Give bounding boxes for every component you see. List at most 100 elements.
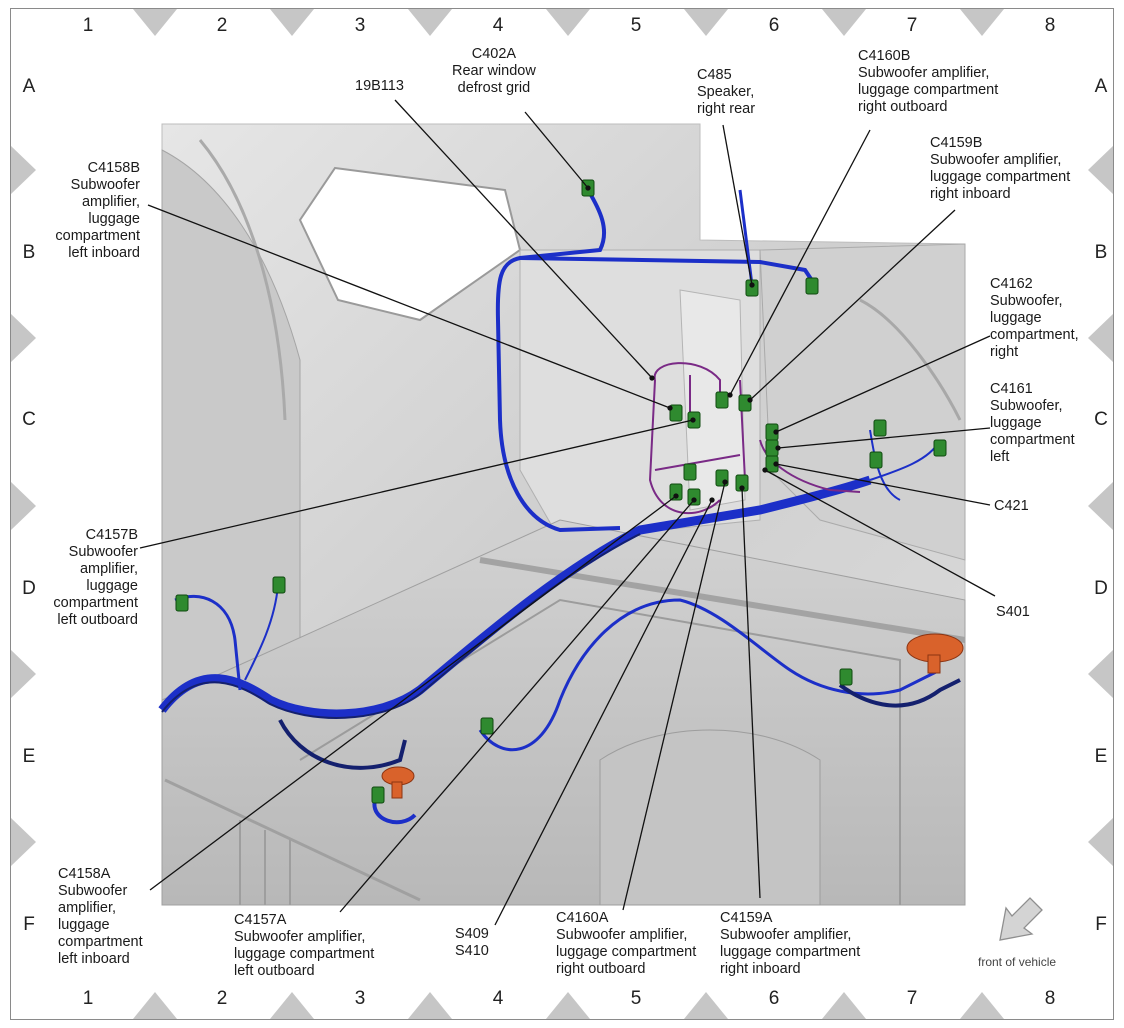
connector-body-9 [687,488,701,506]
right-diamond-4 [1088,818,1113,866]
bottom-diamond-6 [960,992,1004,1019]
leader-c4158b-tip [667,405,673,411]
connector-body-6 [738,394,752,412]
connector-body-2 [805,277,819,295]
connector-body-8 [669,483,683,501]
leader-s401-tip [762,467,768,473]
leader-c4158b [147,204,671,409]
bottom-diamond-5 [822,992,866,1019]
connector-body-22 [839,668,853,686]
leader-c4159a-tip [739,485,745,491]
grid-column-3-bottom: 3 [354,988,366,1009]
left-diamond-3 [11,650,36,698]
connector-body-1 [745,279,759,297]
leader-c4157b-tip [690,417,696,423]
arrow-down-left-icon [999,897,1043,941]
right-diamond-2 [1088,482,1113,530]
left-diamond-2 [11,482,36,530]
grid-row-A-right: A [1094,76,1108,97]
border-diamonds [11,9,1113,1019]
leader-c485 [722,124,753,286]
grid-column-6-bottom: 6 [768,988,780,1009]
bottom-diamond-4 [684,992,728,1019]
grid-row-D-left: D [22,578,36,599]
left-diamond-0 [11,146,36,194]
left-diamond-4 [11,818,36,866]
leader-c402a-tip [585,185,591,191]
connector-body-15 [873,419,887,437]
connector-body-17 [933,439,947,457]
grid-column-2-top: 2 [216,15,228,36]
connector-body-19 [272,576,286,594]
leader-c4160b-tip [727,392,733,398]
callout-19b113: 19B113 [355,78,404,94]
connector-body-18 [175,594,189,612]
diagram-frame [10,8,1114,1020]
grid-column-8-top: 8 [1044,15,1056,36]
grid-column-2-bottom: 2 [216,988,228,1009]
leader-c4162-tip [773,429,779,435]
connector-body-20 [480,717,494,735]
leader-19b113-tip [649,375,655,381]
top-diamond-2 [408,9,452,36]
connector-body-21 [371,786,385,804]
leader-c4161-tip [775,445,781,451]
top-diamond-3 [546,9,590,36]
leader-s401 [764,469,996,597]
leader-19b113 [394,99,653,379]
leader-c421 [775,463,991,506]
grid-row-B-right: B [1094,242,1108,263]
connector-body-16 [869,451,883,469]
bottom-diamond-0 [133,992,177,1019]
right-diamond-3 [1088,650,1113,698]
callout-c421: C421 [994,498,1029,514]
leader-c4160a [622,481,726,911]
leader-c4157a-tip [691,497,697,503]
grid-column-5-top: 5 [630,15,642,36]
bottom-diamond-2 [408,992,452,1019]
leader-c4158a-tip [673,493,679,499]
leader-s409-tip [709,497,715,503]
grid-column-4-bottom: 4 [492,988,504,1009]
callout-s401: S401 [996,604,1030,620]
left-diamond-1 [11,314,36,362]
grid-row-A-left: A [22,76,36,97]
leader-lines [139,99,996,926]
leader-c4157a [339,499,695,913]
grid-column-6-top: 6 [768,15,780,36]
grid-row-B-left: B [22,242,36,263]
grid-column-1-bottom: 1 [82,988,94,1009]
grid-column-7-top: 7 [906,15,918,36]
grid-row-E-left: E [22,746,36,767]
leader-c485-tip [749,282,755,288]
top-diamond-1 [270,9,314,36]
leader-c4158a [149,495,677,891]
leader-c4157b [139,419,694,549]
grid-column-7-bottom: 7 [906,988,918,1009]
leader-c421-tip [773,461,779,467]
bottom-diamond-1 [270,992,314,1019]
grid-row-E-right: E [1094,746,1108,767]
grid-row-F-left: F [23,914,35,935]
grid-column-5-bottom: 5 [630,988,642,1009]
leader-c402a [524,111,589,189]
right-diamond-0 [1088,146,1113,194]
grid-row-D-right: D [1094,578,1108,599]
grid-row-F-right: F [1095,914,1107,935]
leader-c4161 [777,427,991,449]
grommets [381,633,964,799]
grid-column-8-bottom: 8 [1044,988,1056,1009]
connector-body-3 [669,404,683,422]
